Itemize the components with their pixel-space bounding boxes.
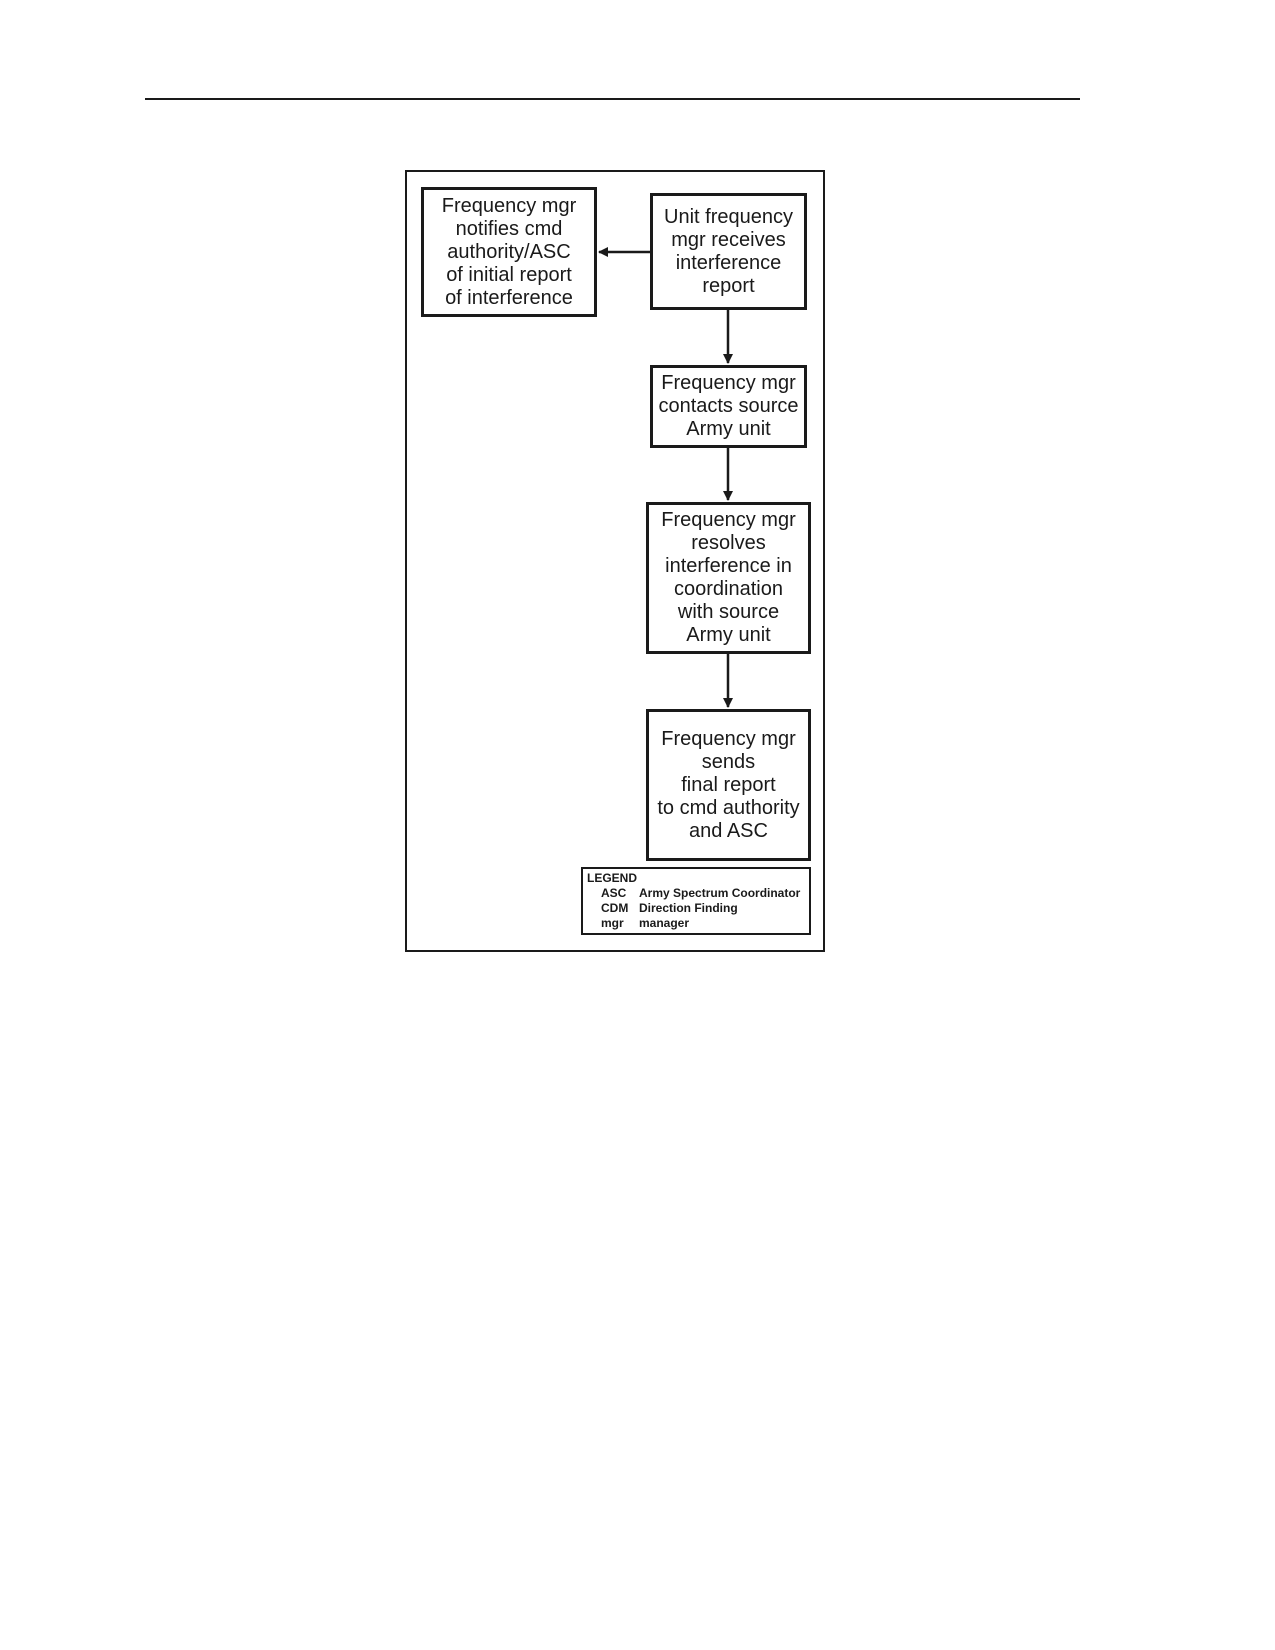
legend-meaning: Army Spectrum Coordinator [639, 886, 801, 900]
legend-row: CDM Direction Finding [587, 901, 805, 916]
step-send-final-report: Frequency mgr sends final report to cmd … [646, 709, 811, 861]
legend-row: mgr manager [587, 916, 805, 931]
legend: LEGEND ASC Army Spectrum Coordinator CDM… [581, 867, 811, 935]
legend-meaning: manager [639, 916, 690, 930]
legend-meaning: Direction Finding [639, 901, 738, 915]
header-rule [145, 98, 1080, 100]
step-contact-source: Frequency mgr contacts source Army unit [650, 365, 807, 448]
legend-abbr: mgr [601, 916, 624, 930]
step-contact-text: Frequency mgr contacts source Army unit [658, 372, 799, 440]
step-notify-cmd-authority: Frequency mgr notifies cmd authority/ASC… [421, 187, 597, 317]
step-resolve-text: Frequency mgr resolves interference in c… [661, 509, 796, 646]
step-receive-text: Unit frequency mgr receives interference… [664, 205, 793, 297]
legend-title: LEGEND [587, 871, 638, 885]
legend-abbr: CDM [601, 901, 629, 915]
step-receive-report: Unit frequency mgr receives interference… [650, 193, 807, 310]
figure-frame [405, 170, 825, 952]
legend-abbr: ASC [601, 886, 627, 900]
step-final-text: Frequency mgr sends final report to cmd … [657, 727, 800, 842]
step-resolve-interference: Frequency mgr resolves interference in c… [646, 502, 811, 654]
step-notify-text: Frequency mgr notifies cmd authority/ASC… [441, 194, 577, 309]
legend-row: ASC Army Spectrum Coordinator [587, 886, 805, 901]
